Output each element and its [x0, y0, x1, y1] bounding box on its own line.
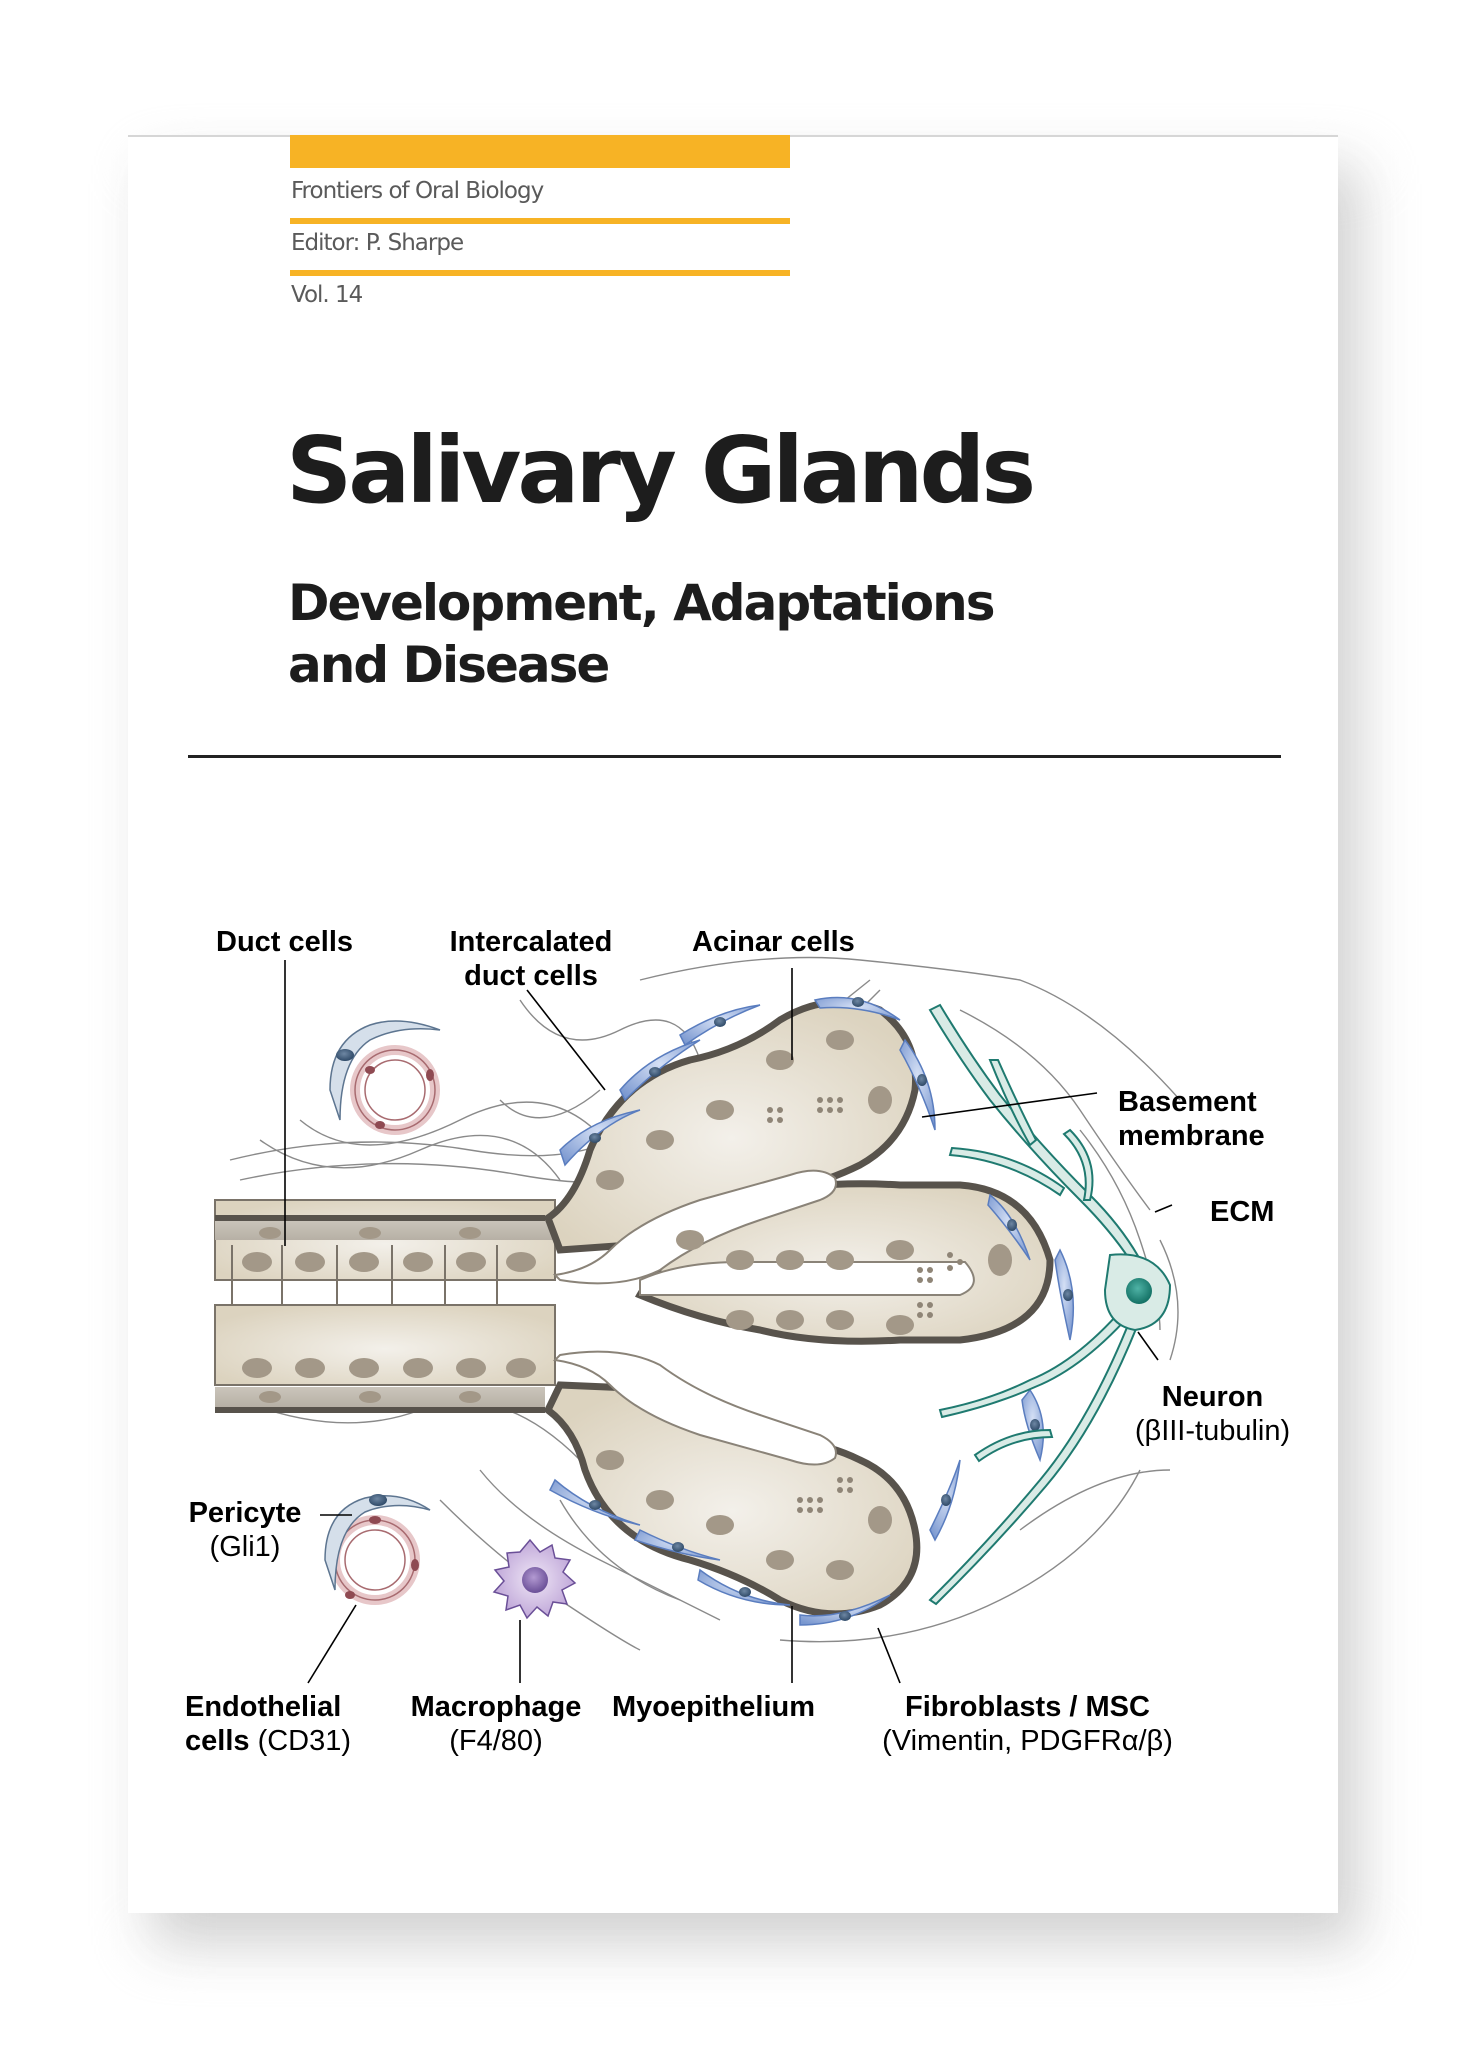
macrophage [492, 1538, 577, 1620]
title-divider [188, 755, 1281, 758]
label-macrophage: Macrophage(F4/80) [410, 1691, 582, 1757]
accent-rule-2 [290, 270, 790, 276]
book-subtitle: Development, Adaptations and Disease [288, 572, 996, 696]
accent-band-top [290, 135, 790, 168]
book-cover [128, 135, 1338, 1913]
editor-name: Editor: P. Sharpe [291, 230, 464, 256]
book-title: Salivary Glands [286, 417, 1036, 524]
neuron-nucleus [1126, 1278, 1152, 1304]
fibroblast-nuclei [589, 997, 1073, 1621]
label-duct-cells: Duct cells [216, 926, 353, 958]
label-myoepithelium: Myoepithelium [612, 1691, 816, 1723]
blood-vessel-bottom [324, 1494, 431, 1605]
series-name: Frontiers of Oral Biology [291, 178, 544, 204]
label-acinar-cells: Acinar cells [692, 926, 855, 958]
subtitle-line-1: Development, Adaptations [288, 574, 996, 632]
volume-number: Vol. 14 [291, 282, 363, 308]
label-pericyte: Pericyte(Gli1) [188, 1497, 302, 1563]
accent-rule-1 [290, 218, 790, 224]
label-ecm: ECM [1210, 1196, 1275, 1228]
excretory-duct [214, 1199, 556, 1413]
label-fibroblasts-msc: Fibroblasts / MSC(Vimentin, PDGFRα/β) [882, 1691, 1173, 1757]
subtitle-line-2: and Disease [288, 636, 610, 694]
label-neuron: Neuron(βIII-tubulin) [1134, 1381, 1291, 1447]
acinar-branches [543, 998, 1054, 1618]
blood-vessel-top [329, 1020, 441, 1135]
leader-lines [284, 960, 1173, 1684]
